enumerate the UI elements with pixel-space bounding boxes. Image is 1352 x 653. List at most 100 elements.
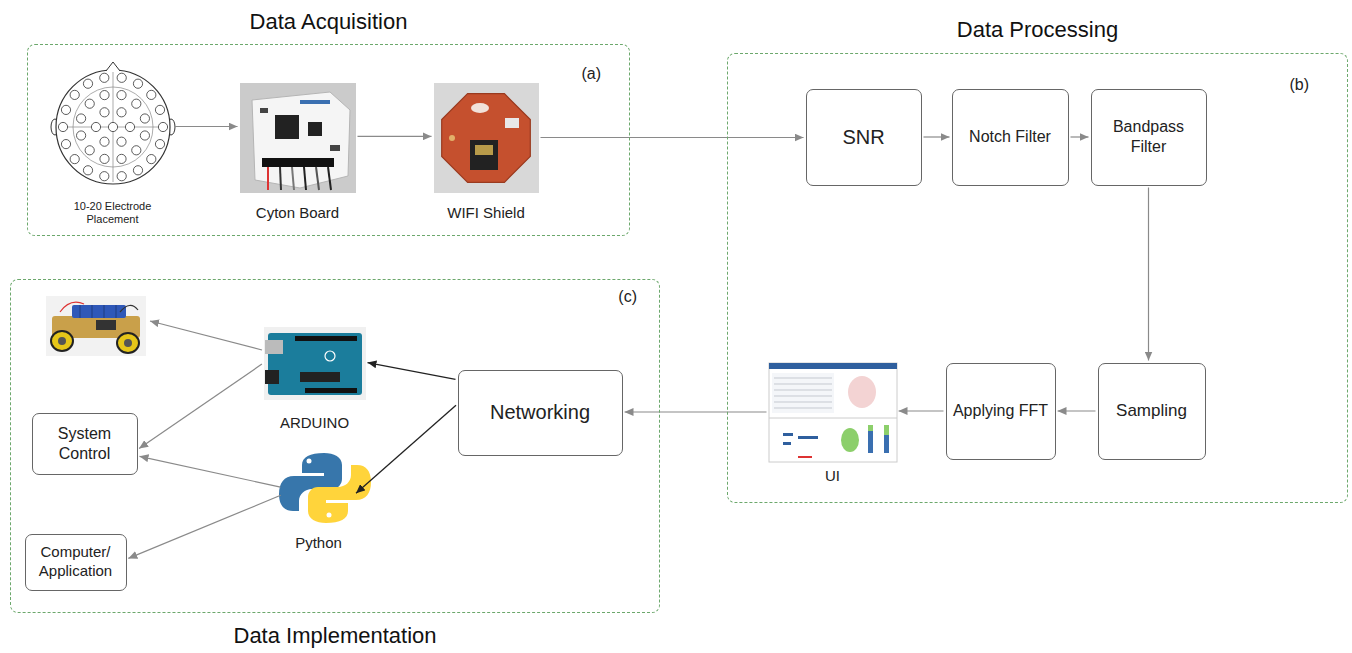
- box-label: Notch Filter: [969, 127, 1051, 147]
- connector-arrow: [356, 405, 456, 493]
- arduino-car-arrow: [150, 321, 262, 350]
- process-box: Bandpass Filter: [1091, 89, 1207, 186]
- electrode-dot: [100, 108, 109, 117]
- electrode-dot: [117, 172, 126, 181]
- process-box: SNR: [806, 89, 922, 186]
- output-box: Computer/ Application: [25, 534, 127, 591]
- figure-caption: Cyton Board: [240, 204, 356, 222]
- figure-caption: WIFI Shield: [434, 204, 539, 222]
- output-box: System Control: [32, 413, 138, 475]
- connector-arrow: [541, 137, 804, 138]
- arduino-figure: ARDUINO: [264, 327, 366, 432]
- connector-arrow: [175, 126, 238, 127]
- figure-caption: 10-20 Electrode Placement: [53, 200, 173, 226]
- figure-caption: Python: [283, 534, 355, 552]
- figure-area: [434, 83, 539, 193]
- figure-area: [283, 453, 355, 523]
- panel-tag: (c): [618, 288, 637, 306]
- robot-car-photo: [46, 296, 146, 356]
- electrode-dot: [117, 73, 126, 82]
- connector-arrow: [368, 363, 456, 380]
- electrode-dot: [100, 73, 109, 82]
- panel-tag: (a): [581, 65, 601, 83]
- electrode-dot: [117, 137, 126, 146]
- connector-arrow: [1058, 410, 1096, 411]
- arduino-photo: [264, 327, 366, 400]
- figure-area: [240, 83, 356, 193]
- electrode-dot: [132, 146, 141, 155]
- group-heading: Data Implementation: [11, 623, 659, 649]
- connector-arrow: [139, 364, 262, 449]
- process-box: Notch Filter: [952, 89, 1069, 186]
- electrode-dot: [100, 154, 109, 163]
- electrode-dot: [117, 154, 126, 163]
- electrode-dot: [147, 90, 156, 99]
- electrode-dot: [125, 122, 134, 131]
- electrode-dot: [117, 108, 126, 117]
- process-box: Applying FFT: [946, 363, 1056, 460]
- electrode-dot: [70, 155, 79, 164]
- connector-arrow: [1148, 188, 1149, 361]
- group-heading: Data Processing: [728, 17, 1347, 43]
- connector-arrow: [625, 411, 767, 412]
- connector-arrow: [1071, 136, 1089, 137]
- electrode-dot: [155, 105, 164, 114]
- python-logo: [279, 453, 371, 523]
- box-label: Sampling: [1116, 400, 1187, 421]
- electrode-dots: [58, 73, 167, 181]
- electrode-dot: [100, 91, 109, 100]
- box-label: Bandpass Filter: [1096, 117, 1202, 157]
- electrode-dot: [158, 122, 167, 131]
- board-figure: Cyton Board: [240, 83, 356, 222]
- connector-arrow: [140, 456, 281, 487]
- electrode-dot: [140, 114, 149, 123]
- electrode-dot: [133, 79, 142, 88]
- figure-caption: ARDUINO: [264, 414, 366, 432]
- electrode-dot: [85, 99, 94, 108]
- ui-figure: UI: [769, 363, 897, 485]
- group-panel: Data Processing(b)SNRNotch FilterBandpas…: [727, 53, 1348, 503]
- electrode-dot: [91, 122, 100, 131]
- process-box: Networking: [458, 370, 623, 456]
- electrode-dot: [132, 99, 141, 108]
- electrode-dot: [108, 122, 117, 131]
- figure-area: [769, 363, 897, 462]
- box-label: Applying FFT: [953, 401, 1048, 421]
- electrode-head: [51, 62, 175, 184]
- connector-arrow: [899, 410, 944, 411]
- figure-area: [53, 70, 173, 190]
- figure-area: [264, 327, 366, 400]
- process-box: Sampling: [1098, 363, 1206, 460]
- box-label: Networking: [490, 400, 590, 425]
- electrode-figure: 10-20 Electrode Placement: [53, 70, 173, 226]
- box-label: System Control: [37, 424, 133, 464]
- connector-arrow: [924, 136, 950, 137]
- electrode-dot: [117, 91, 126, 100]
- electrode-dot: [70, 90, 79, 99]
- electrode-dot: [133, 166, 142, 175]
- box-label: SNR: [842, 125, 884, 150]
- electrode-dot: [100, 172, 109, 181]
- electrode-dot: [77, 131, 86, 140]
- box-label: Computer/ Application: [30, 543, 122, 581]
- connector-arrow: [128, 495, 280, 558]
- electrode-dot: [155, 140, 164, 149]
- group-panel: Data Acquisition(a)10-20 Electrode Place…: [27, 44, 630, 236]
- electrode-dot: [147, 155, 156, 164]
- electrode-dot: [61, 140, 70, 149]
- panel-tag: (b): [1289, 76, 1309, 94]
- electrode-dot: [83, 79, 92, 88]
- wifi-shield-photo: [434, 83, 539, 193]
- electrode-dot: [100, 137, 109, 146]
- electrode-dot: [83, 166, 92, 175]
- cyton-board-photo: [240, 83, 356, 193]
- group-heading: Data Acquisition: [28, 9, 629, 35]
- electrode-dot: [61, 105, 70, 114]
- electrode-dot: [58, 122, 67, 131]
- ui-screenshot: [769, 363, 897, 462]
- board-figure: WIFI Shield: [434, 83, 539, 222]
- group-panel: Data Implementation(c)NetworkingARDUINOP…: [10, 279, 660, 613]
- electrode-dot: [77, 114, 86, 123]
- figure-caption: UI: [769, 467, 897, 485]
